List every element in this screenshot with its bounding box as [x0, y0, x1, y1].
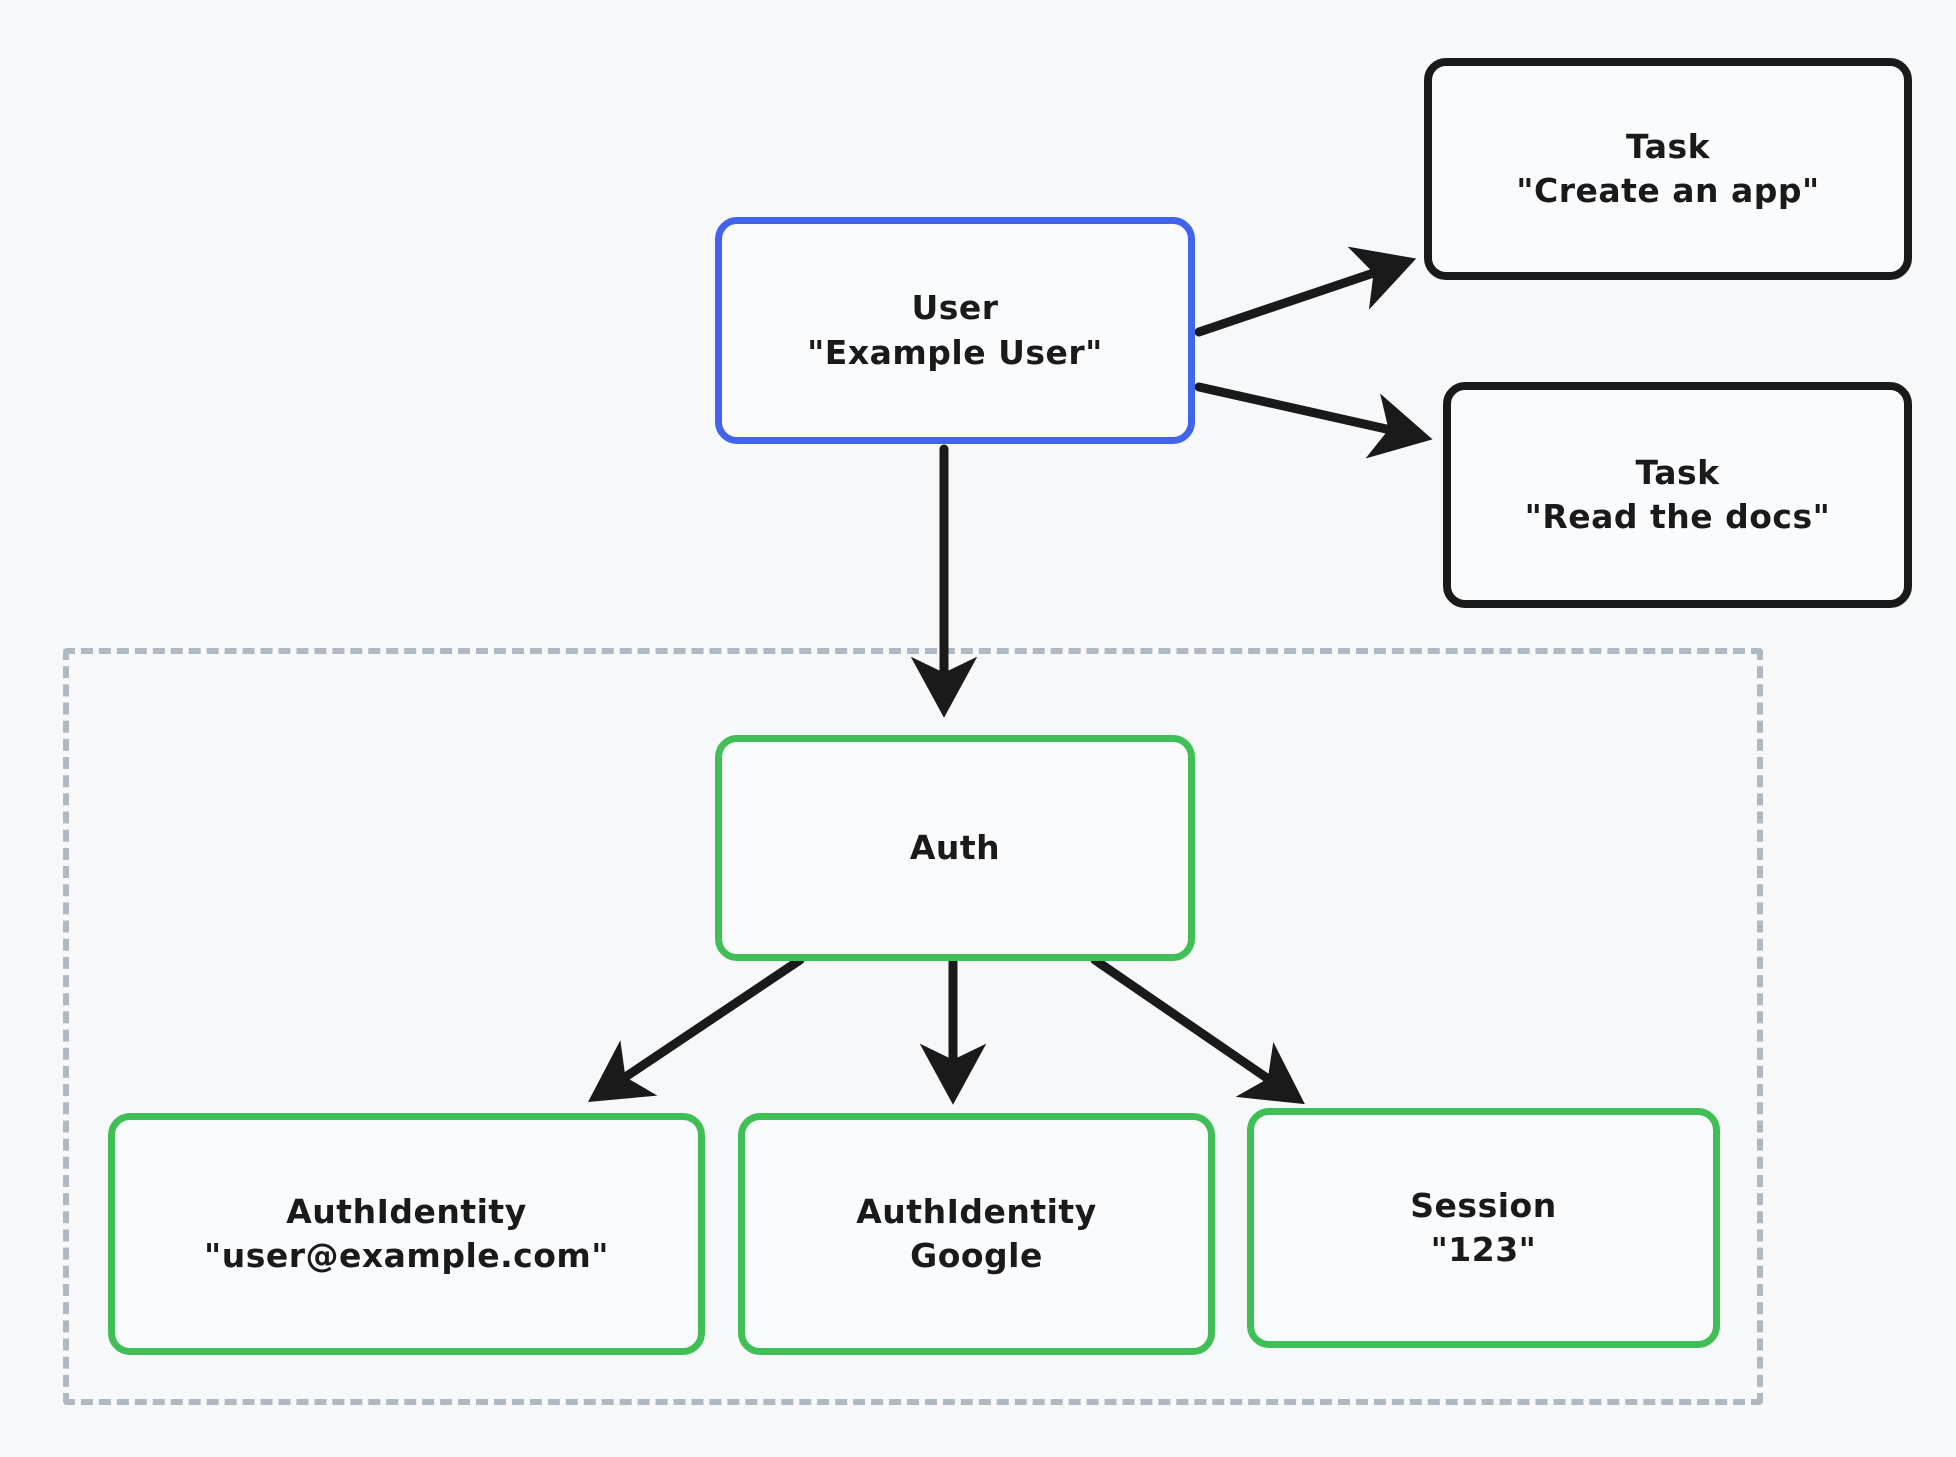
- node-user-value: "Example User": [807, 332, 1103, 372]
- node-session[interactable]: Session "123": [1247, 1108, 1720, 1348]
- node-auth-label: Auth: [909, 827, 1001, 867]
- node-task-create-app[interactable]: Task "Create an app": [1424, 58, 1912, 280]
- node-task-read-docs-value: "Read the docs": [1524, 497, 1831, 536]
- node-auth[interactable]: Auth: [715, 735, 1195, 961]
- node-task-create-app-value: "Create an app": [1516, 171, 1820, 210]
- node-auth-identity-email-value: "user@example.com": [204, 1236, 609, 1275]
- node-auth-identity-email-label: AuthIdentity: [286, 1191, 527, 1231]
- node-session-label: Session: [1410, 1185, 1557, 1225]
- node-auth-identity-google[interactable]: AuthIdentity Google: [738, 1113, 1215, 1355]
- node-user-label: User: [911, 288, 999, 328]
- node-user[interactable]: User "Example User": [715, 217, 1195, 444]
- node-task-create-app-label: Task: [1625, 126, 1711, 166]
- node-task-read-docs[interactable]: Task "Read the docs": [1443, 382, 1912, 608]
- node-auth-identity-email[interactable]: AuthIdentity "user@example.com": [108, 1113, 705, 1355]
- auth-group-boundary: [63, 648, 1763, 1405]
- node-task-read-docs-label: Task: [1635, 452, 1720, 492]
- edge-user-to-task-read-docs: [1194, 382, 1433, 459]
- edge-user-to-task-create-app: [1194, 246, 1417, 337]
- node-auth-identity-google-value: Google: [910, 1236, 1043, 1275]
- node-session-value: "123": [1430, 1230, 1537, 1269]
- node-auth-identity-google-label: AuthIdentity: [856, 1191, 1097, 1231]
